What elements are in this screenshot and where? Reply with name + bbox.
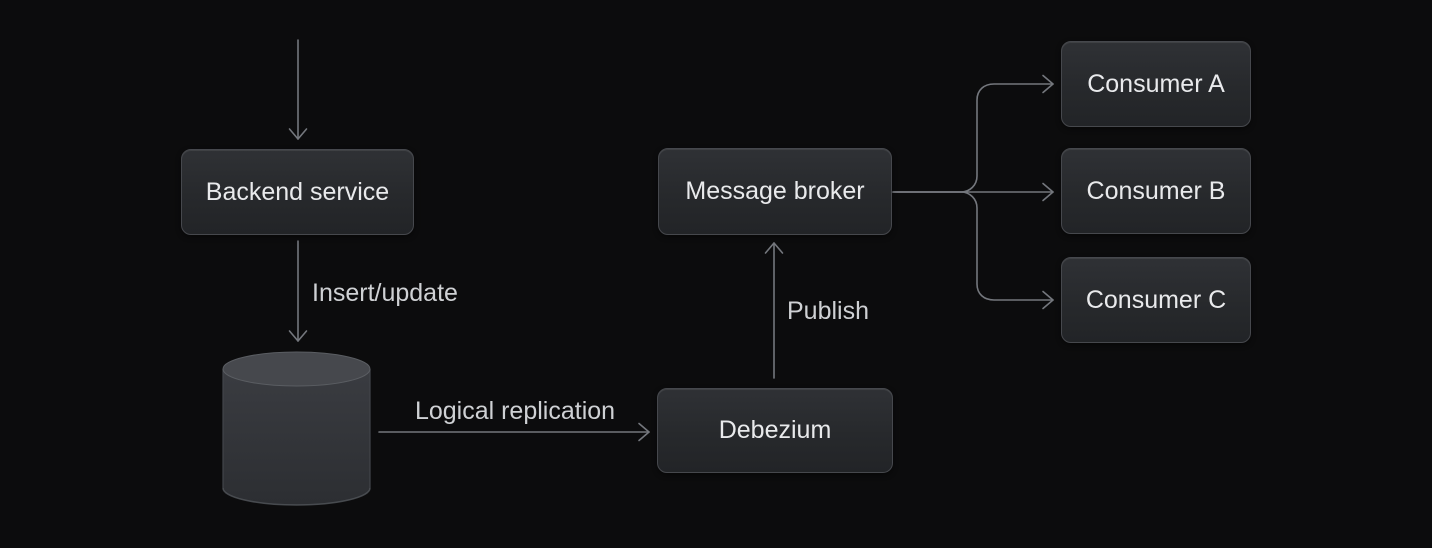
edge-label-insert-update: Insert/update [312,279,458,307]
node-consumer-b: Consumer B [1061,148,1251,234]
node-message-broker-label: Message broker [685,177,865,205]
node-consumer-c: Consumer C [1061,257,1251,343]
node-debezium-label: Debezium [718,416,832,444]
database-cylinder-icon [222,351,371,506]
node-backend-service: Backend service [181,149,414,235]
edge-label-publish: Publish [787,297,869,325]
node-backend-service-label: Backend service [205,177,390,206]
node-message-broker: Message broker [658,148,892,235]
node-consumer-b-label: Consumer B [1086,176,1226,205]
node-debezium: Debezium [657,388,893,473]
edge-label-logical-replication: Logical replication [414,397,616,425]
node-consumer-a: Consumer A [1061,41,1251,127]
node-consumer-c-label: Consumer C [1085,285,1227,314]
arrow-broker-to-consumer-c [892,191,1054,310]
node-consumer-a-label: Consumer A [1087,69,1225,98]
arrow-broker-to-consumer-a [892,74,1054,193]
